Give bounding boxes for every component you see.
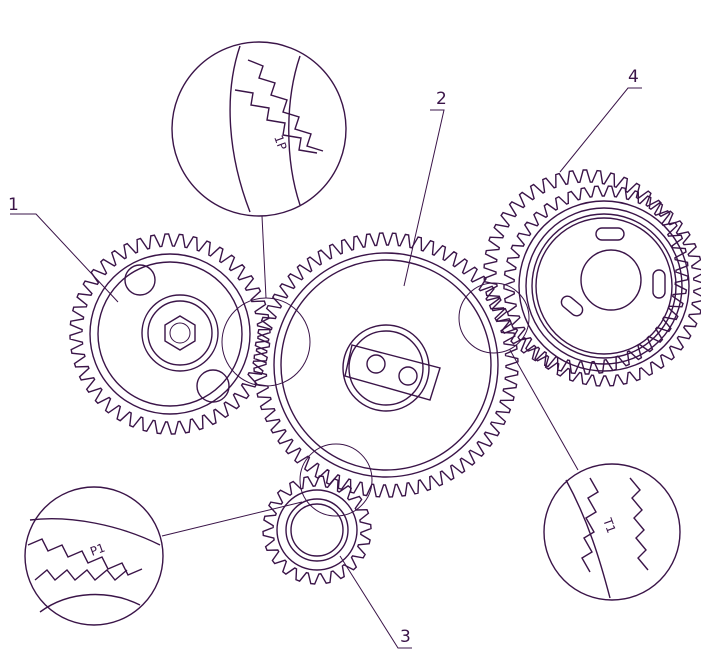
gear-2 <box>253 232 519 498</box>
mesh-circle-2-3 <box>299 443 373 517</box>
gear-4-bore <box>580 249 642 311</box>
connector-bottom-left <box>161 501 303 537</box>
mesh-circle-2-4 <box>458 282 530 354</box>
detail-bottom-left-mark: P1 <box>88 541 107 559</box>
gear-3-bore <box>285 498 349 562</box>
connector-bottom-right <box>509 349 579 471</box>
detail-view-bottom-left: P1 <box>24 486 164 626</box>
callout-label-4: 4 <box>628 67 639 87</box>
callout-label-2: 2 <box>436 89 447 109</box>
leader-2 <box>403 109 445 287</box>
callout-label-1: 1 <box>8 195 19 215</box>
callout-label-3: 3 <box>400 627 411 647</box>
gear-4-teeth-front <box>503 185 701 387</box>
gear-1-nut <box>164 315 196 351</box>
detail-bottom-right-mark: T1 <box>600 515 619 535</box>
gear-4-slot-right <box>652 269 666 299</box>
detail-view-top: 1P <box>171 41 347 217</box>
gear-4-slot-bottom-left <box>560 295 584 317</box>
gear-2-bolt-left <box>366 354 386 374</box>
gear-2-hub <box>342 324 430 412</box>
gear-1-hole-lower <box>196 369 230 403</box>
leader-3 <box>339 555 412 649</box>
leader-1 <box>10 213 119 303</box>
detail-top-mark: 1P <box>271 133 289 152</box>
gear-1-hub <box>141 294 219 372</box>
gear-1 <box>69 233 271 435</box>
gear-4-teeth-rear <box>483 169 689 375</box>
gear-4-slot-top <box>595 227 625 241</box>
connector-top <box>261 215 267 299</box>
gear-3-teeth <box>262 475 372 585</box>
gear-1-hole-upper <box>124 264 156 296</box>
gear-2-clamp-plate <box>344 344 441 401</box>
detail-view-bottom-right: T1 <box>543 463 681 601</box>
gear-4 <box>483 169 701 387</box>
gear-2-bolt-right <box>398 366 418 386</box>
leader-4 <box>559 87 642 173</box>
gear-1-teeth <box>69 233 271 435</box>
gear-2-teeth <box>253 232 519 498</box>
gear-3 <box>262 475 372 585</box>
